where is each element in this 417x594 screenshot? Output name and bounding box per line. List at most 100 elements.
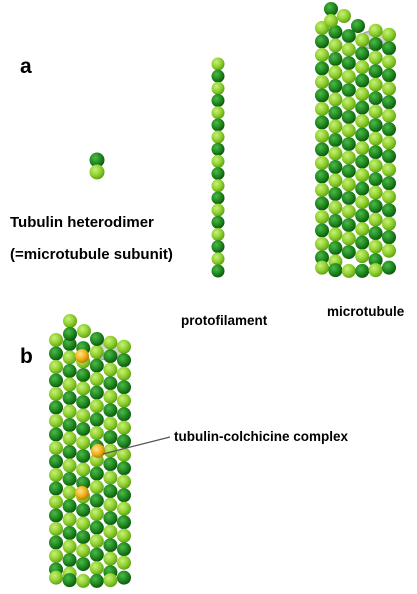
microtubule-tubulin-bead: [49, 522, 63, 536]
microtubule-tubulin-bead: [382, 108, 396, 123]
microtubule-tubulin-bead: [382, 68, 396, 83]
protofilament-tubulin-bead: [211, 191, 225, 205]
microtubule-tubulin-bead: [117, 501, 131, 516]
microtubule-tubulin-bead: [89, 345, 104, 360]
microtubule-tubulin-bead: [355, 60, 370, 75]
microtubule-tubulin-bead: [103, 524, 118, 539]
microtubule-tubulin-bead: [315, 169, 329, 184]
microtubule-tubulin-bead: [49, 360, 63, 374]
microtubule-tubulin-bead: [328, 214, 343, 229]
microtubule-tubulin-bead: [103, 362, 118, 377]
microtubule-tubulin-bead: [49, 508, 63, 523]
microtubule-tubulin-bead: [117, 339, 131, 354]
microtubule-tubulin-bead: [76, 516, 91, 531]
protofilament-tubulin-bead: [211, 227, 225, 241]
microtubule-tubulin-bead: [328, 38, 343, 53]
microtubule-tubulin-bead: [382, 149, 396, 164]
microtubule-tubulin-bead: [62, 364, 77, 379]
microtubule-tubulin-bead: [103, 538, 118, 553]
microtubule-tubulin-bead: [117, 393, 131, 408]
microtubule-tubulin-bead: [117, 515, 131, 530]
microtubule-tubulin-bead: [62, 526, 77, 541]
complex-leader-line: [102, 436, 171, 455]
alpha-tubulin-monomer: [89, 164, 105, 180]
microtubule-tubulin-bead: [328, 241, 343, 256]
microtubule-tubulin-bead: [103, 335, 118, 350]
microtubule-tubulin-bead: [355, 46, 370, 61]
microtubule-tubulin-bead: [341, 29, 356, 44]
microtubule-tubulin-bead: [76, 408, 91, 423]
microtubule-tubulin-bead: [328, 160, 343, 175]
microtubule-tubulin-bead: [315, 156, 329, 170]
microtubule-tubulin-bead: [62, 377, 77, 392]
microtubule-tubulin-bead: [62, 458, 77, 473]
microtubule-tubulin-bead: [103, 376, 118, 391]
microtubule-tubulin-bead: [341, 204, 356, 219]
colchicine-bead: [75, 486, 89, 500]
microtubule-tubulin-bead: [49, 454, 63, 469]
protofilament-tubulin-bead: [211, 179, 225, 193]
protofilament-tubulin-bead: [211, 69, 225, 83]
microtubule-tubulin-bead: [49, 481, 63, 496]
microtubule-tubulin-bead: [315, 75, 329, 89]
microtubule-caption: microtubule: [327, 304, 405, 319]
microtubule-tubulin-bead: [368, 145, 383, 160]
microtubule-tubulin-bead: [382, 95, 396, 110]
microtubule-tubulin-bead: [49, 468, 63, 482]
microtubule-tubulin-bead: [89, 372, 104, 387]
microtubule-tubulin-bead: [355, 73, 370, 88]
microtubule-tubulin-bead: [382, 135, 396, 150]
microtubule-tubulin-bead: [117, 434, 131, 449]
microtubule-tubulin-bead: [368, 253, 383, 268]
microtubule-tubulin-bead: [382, 189, 396, 204]
microtubule-tubulin-bead: [328, 79, 343, 94]
microtubule-tubulin-bead: [103, 511, 118, 526]
microtubule-tubulin-bead: [368, 50, 383, 65]
microtubule-tubulin-bead: [355, 208, 370, 223]
microtubule-tubulin-bead: [76, 381, 91, 396]
colchicine-bead: [91, 444, 105, 458]
microtubule-tubulin-bead: [341, 96, 356, 111]
microtubule-tubulin-bead: [315, 142, 329, 157]
microtubule-tubulin-bead: [328, 106, 343, 121]
microtubule-end-bead: [63, 327, 77, 341]
microtubule-tubulin-bead: [355, 87, 370, 102]
microtubule-tubulin-bead: [382, 54, 396, 69]
microtubule-tubulin-bead: [49, 346, 63, 361]
microtubule-tubulin-bead: [368, 263, 383, 278]
protofilament-tubulin-bead: [211, 142, 225, 156]
microtubule-tubulin-bead: [328, 227, 343, 242]
microtubule-tubulin-bead: [103, 573, 118, 588]
microtubule-tubulin-bead: [62, 404, 77, 419]
microtubule-tubulin-bead: [103, 430, 118, 445]
microtubule-tubulin-bead: [103, 389, 118, 404]
microtubule-tubulin-bead: [368, 64, 383, 79]
microtubule-tubulin-bead: [62, 445, 77, 460]
microtubule-tubulin-bead: [328, 133, 343, 148]
panel-b-label: b: [20, 345, 33, 368]
microtubule-tubulin-bead: [103, 416, 118, 431]
microtubule-tubulin-bead: [62, 472, 77, 487]
microtubule-tubulin-bead: [117, 528, 131, 543]
microtubule-tubulin-bead: [315, 34, 329, 49]
microtubule-tubulin-bead: [62, 337, 77, 352]
microtubule-tubulin-bead: [76, 462, 91, 477]
microtubule-tubulin-bead: [49, 441, 63, 455]
microtubule-tubulin-bead: [341, 177, 356, 192]
microtubule-tubulin-bead: [89, 561, 104, 576]
microtubule-tubulin-bead: [382, 260, 396, 275]
protofilament-tubulin-bead: [211, 252, 225, 266]
microtubule-tubulin-bead: [89, 385, 104, 400]
microtubule-tubulin-bead: [62, 391, 77, 406]
microtubule-tubulin-bead: [103, 403, 118, 418]
microtubule-tubulin-bead: [328, 173, 343, 188]
beta-tubulin-monomer: [89, 152, 105, 168]
microtubule-tubulin-bead: [315, 237, 329, 251]
microtubule-tubulin-bead: [341, 164, 356, 179]
protofilament-tubulin-bead: [211, 167, 225, 181]
protofilament-tubulin-bead: [211, 81, 225, 95]
microtubule-tubulin-bead: [341, 191, 356, 206]
microtubule-tubulin-bead: [76, 368, 91, 383]
microtubule-tubulin-bead: [341, 69, 356, 84]
microtubule-end-bead: [77, 324, 91, 338]
